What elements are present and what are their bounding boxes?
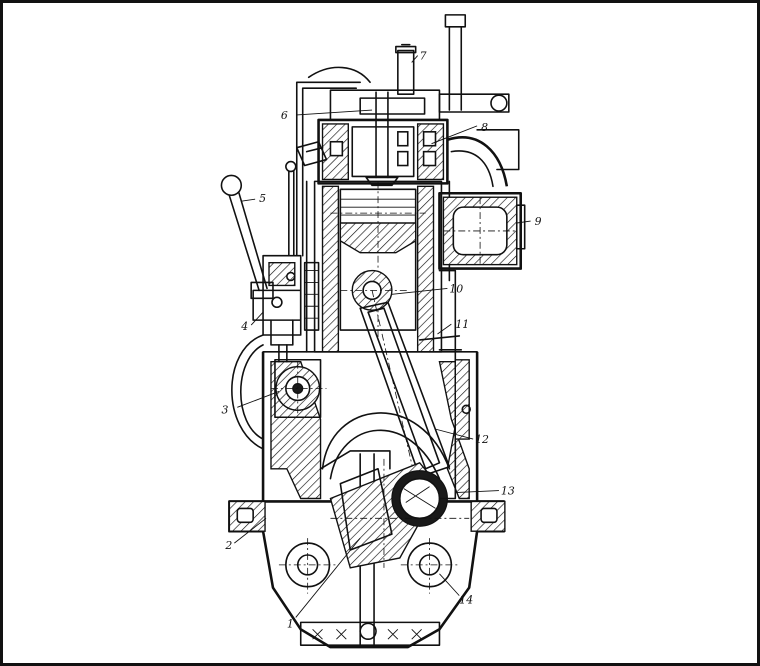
cylinder-block [305,180,451,353]
callout-9: 9 [535,215,542,228]
callout-8: 8 [481,121,488,134]
exhaust-manifold [438,191,526,270]
callout-3: 3 [221,403,228,416]
callout-2: 2 [224,539,232,552]
fuel-pipes [285,66,371,257]
callout-13: 13 [501,485,515,498]
callout-labels: 1 2 3 4 5 6 7 8 9 10 11 12 13 14 [221,49,541,630]
control-lever [220,174,274,300]
callout-4: 4 [240,320,248,333]
connecting-rod [359,290,451,499]
callout-5: 5 [259,192,266,205]
callout-14: 14 [459,594,473,607]
injector [295,140,328,167]
top-fitting [395,43,417,95]
callout-10: 10 [449,282,463,295]
leader-lines [234,55,531,618]
callout-12: 12 [475,433,489,446]
right-side-cover [418,269,471,500]
crankcase-sump [228,453,506,649]
callout-6: 6 [281,109,288,122]
camshaft [270,358,327,419]
fuel-pump-assembly [252,254,320,363]
callout-11: 11 [455,318,469,331]
cylinder-head [317,89,449,187]
exhaust-pipe [438,14,520,188]
engine-block [231,334,479,502]
engine-cross-section-drawing: 1 2 3 4 5 6 7 8 9 10 11 12 13 14 [220,14,542,649]
callout-1: 1 [287,617,294,630]
callout-7: 7 [420,49,427,62]
right-frame-web [438,361,470,500]
